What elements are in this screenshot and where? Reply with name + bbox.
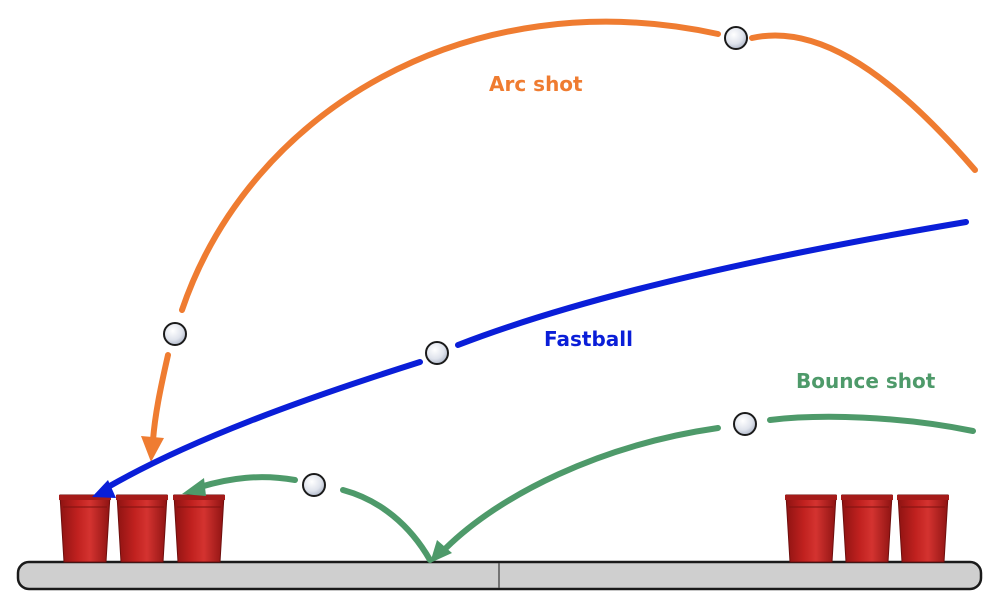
fastball-label: Fastball <box>544 327 633 351</box>
cup <box>897 494 949 563</box>
bounce-shot-trajectory <box>182 412 976 563</box>
fastball-path <box>105 359 423 490</box>
ping-pong-ball-icon <box>302 473 326 497</box>
cup <box>841 494 893 563</box>
table <box>16 560 983 591</box>
cup <box>59 494 111 563</box>
arrowhead-icon <box>92 480 116 498</box>
ping-pong-ball-icon <box>724 26 748 50</box>
bounce-shot-path <box>443 425 721 551</box>
arc-shot-trajectory <box>141 18 978 462</box>
bounce-shot-path <box>197 474 298 490</box>
bounce-shot-path <box>340 487 433 563</box>
fastball-trajectory <box>92 219 969 498</box>
cup <box>785 494 837 563</box>
arrowhead-icon <box>141 436 164 462</box>
cups-left <box>59 494 225 563</box>
bounce-shot-path <box>767 413 976 434</box>
arc-shot-path <box>179 18 721 313</box>
fastball-path <box>455 219 969 348</box>
ping-pong-ball-icon <box>425 341 449 365</box>
arrowhead-icon <box>430 540 452 563</box>
bounce-shot-label: Bounce shot <box>796 369 936 393</box>
ping-pong-ball-icon <box>733 412 757 436</box>
ping-pong-ball-icon <box>163 322 187 346</box>
arrowhead-icon <box>182 478 206 496</box>
cup <box>173 494 225 563</box>
cups-right <box>785 494 949 563</box>
arc-shot-path <box>150 352 171 443</box>
cup <box>116 494 168 563</box>
arc-shot-label: Arc shot <box>489 72 583 96</box>
arc-shot-path <box>749 32 978 173</box>
